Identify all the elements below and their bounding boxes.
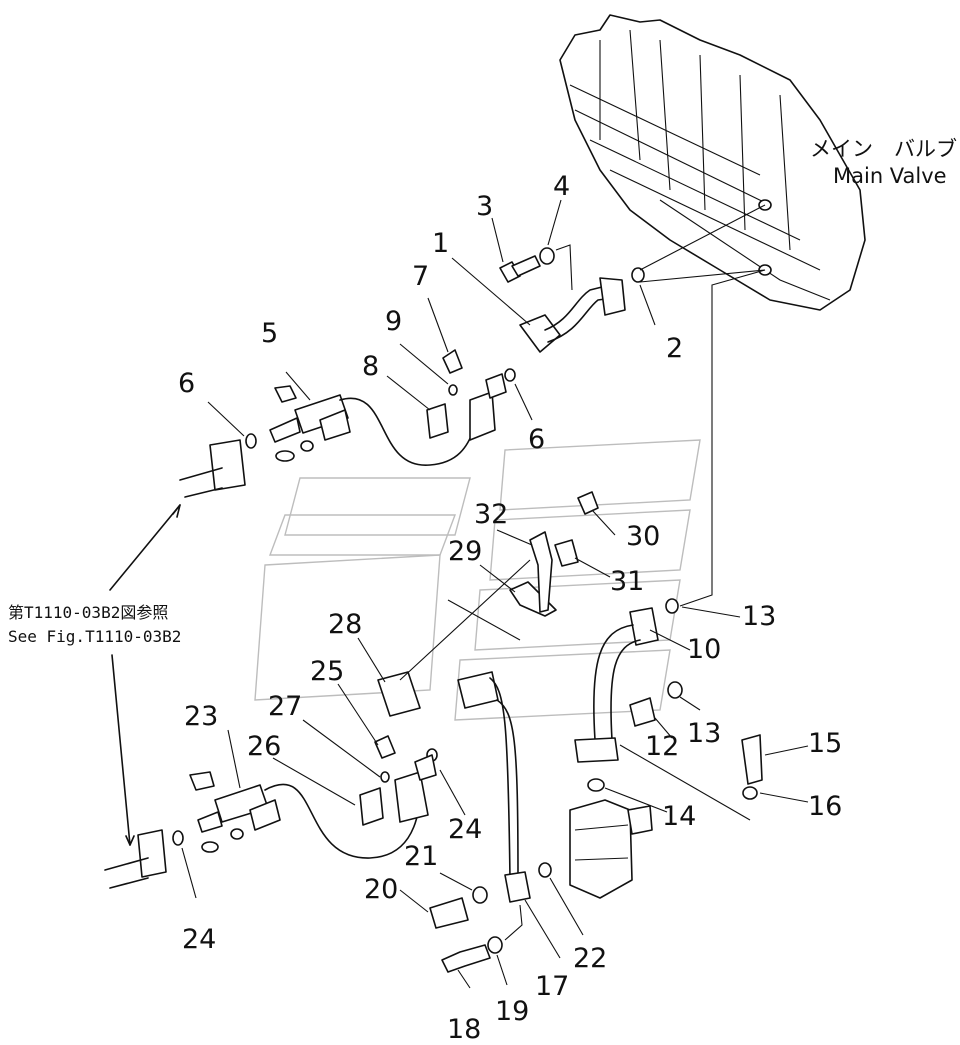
washer-4: [539, 247, 555, 265]
label-12: 12: [645, 731, 679, 762]
tube-end-lower: [104, 829, 167, 889]
label-31: 31: [610, 566, 644, 597]
label-30: 30: [626, 521, 660, 552]
fitting-7: [442, 349, 463, 374]
tube-end-upper: [179, 439, 246, 498]
plate-31: [554, 539, 579, 567]
bolt-3: [499, 255, 541, 283]
fitting-25: [374, 735, 396, 759]
label-32: 32: [474, 499, 508, 530]
part-number-labels: 1 2 3 4 5 6 6 7 8 9 10 12 13 13 14 15 16…: [178, 171, 842, 1045]
pipe-lower: [457, 671, 531, 903]
see-fig-label-jp: 第T1110-03B2図参照: [8, 603, 168, 622]
o-ring-2: [631, 267, 645, 283]
o-ring-6-left: [245, 433, 257, 449]
label-13-lower: 13: [687, 718, 721, 749]
label-17: 17: [535, 971, 569, 1002]
ring-upper: [300, 440, 314, 452]
label-6-left: 6: [178, 368, 195, 399]
pipe-10: [574, 607, 659, 763]
o-ring-24-left: [172, 830, 184, 846]
label-29: 29: [448, 536, 482, 567]
washer-16: [742, 786, 758, 800]
label-1: 1: [432, 228, 449, 259]
label-27: 27: [268, 691, 302, 722]
valve-lower: [569, 799, 653, 899]
leader-lines: [181, 199, 809, 989]
label-22: 22: [573, 943, 607, 974]
label-16: 16: [808, 791, 842, 822]
washer-27: [380, 771, 390, 783]
washer-21: [472, 886, 488, 904]
main-valve-label-en: Main Valve: [833, 164, 947, 188]
bolt-12: [629, 697, 656, 727]
bolt-20: [429, 897, 469, 929]
main-valve: [559, 14, 866, 311]
flange-lower: [414, 754, 437, 781]
main-valve-label-jp: メイン バルブ: [810, 137, 957, 161]
clamp-lower: [275, 450, 295, 462]
label-10: 10: [687, 634, 721, 665]
o-ring-22: [538, 862, 552, 878]
see-fig-label-en: See Fig.T1110-03B2: [8, 627, 181, 646]
washer-19: [487, 936, 503, 954]
clamp-upper: [274, 385, 297, 403]
o-ring-6-right: [504, 368, 516, 382]
label-4: 4: [553, 171, 570, 202]
bolt-18: [441, 944, 491, 973]
label-25: 25: [310, 656, 344, 687]
flange-upper: [485, 373, 507, 399]
label-5: 5: [261, 318, 278, 349]
label-13-upper: 13: [742, 601, 776, 632]
label-15: 15: [808, 728, 842, 759]
bolt-26: [359, 787, 384, 826]
plate-28: [377, 671, 421, 717]
label-26: 26: [247, 731, 281, 762]
ref-arrow-lower: [111, 654, 131, 846]
bolt-30: [577, 491, 599, 515]
hose-23: [197, 771, 429, 859]
washer-13-lower: [667, 681, 683, 699]
ref-arrow-upper: [109, 504, 181, 591]
label-8: 8: [362, 351, 379, 382]
o-ring-14: [587, 778, 605, 792]
o-ring-13-upper: [665, 598, 679, 614]
label-14: 14: [662, 801, 696, 832]
bolt-8: [426, 403, 449, 439]
pipe-1: [519, 277, 626, 353]
label-3: 3: [476, 191, 493, 222]
ring-lower: [230, 828, 244, 840]
bolt-15: [741, 734, 763, 785]
clamp-lower-bottom: [201, 841, 219, 853]
label-9: 9: [385, 306, 402, 337]
label-19: 19: [495, 996, 529, 1027]
label-24-right: 24: [448, 814, 482, 845]
label-20: 20: [364, 874, 398, 905]
bracket-29-32: [509, 531, 557, 617]
washer-9: [448, 384, 458, 396]
label-21: 21: [404, 841, 438, 872]
label-18: 18: [447, 1014, 481, 1045]
clamp-lower-top: [189, 771, 215, 791]
label-6-right: 6: [528, 424, 545, 455]
label-24-left: 24: [182, 924, 216, 955]
hose-5: [269, 391, 496, 466]
label-2: 2: [666, 333, 683, 364]
label-23: 23: [184, 701, 218, 732]
label-7: 7: [412, 261, 429, 292]
label-28: 28: [328, 609, 362, 640]
